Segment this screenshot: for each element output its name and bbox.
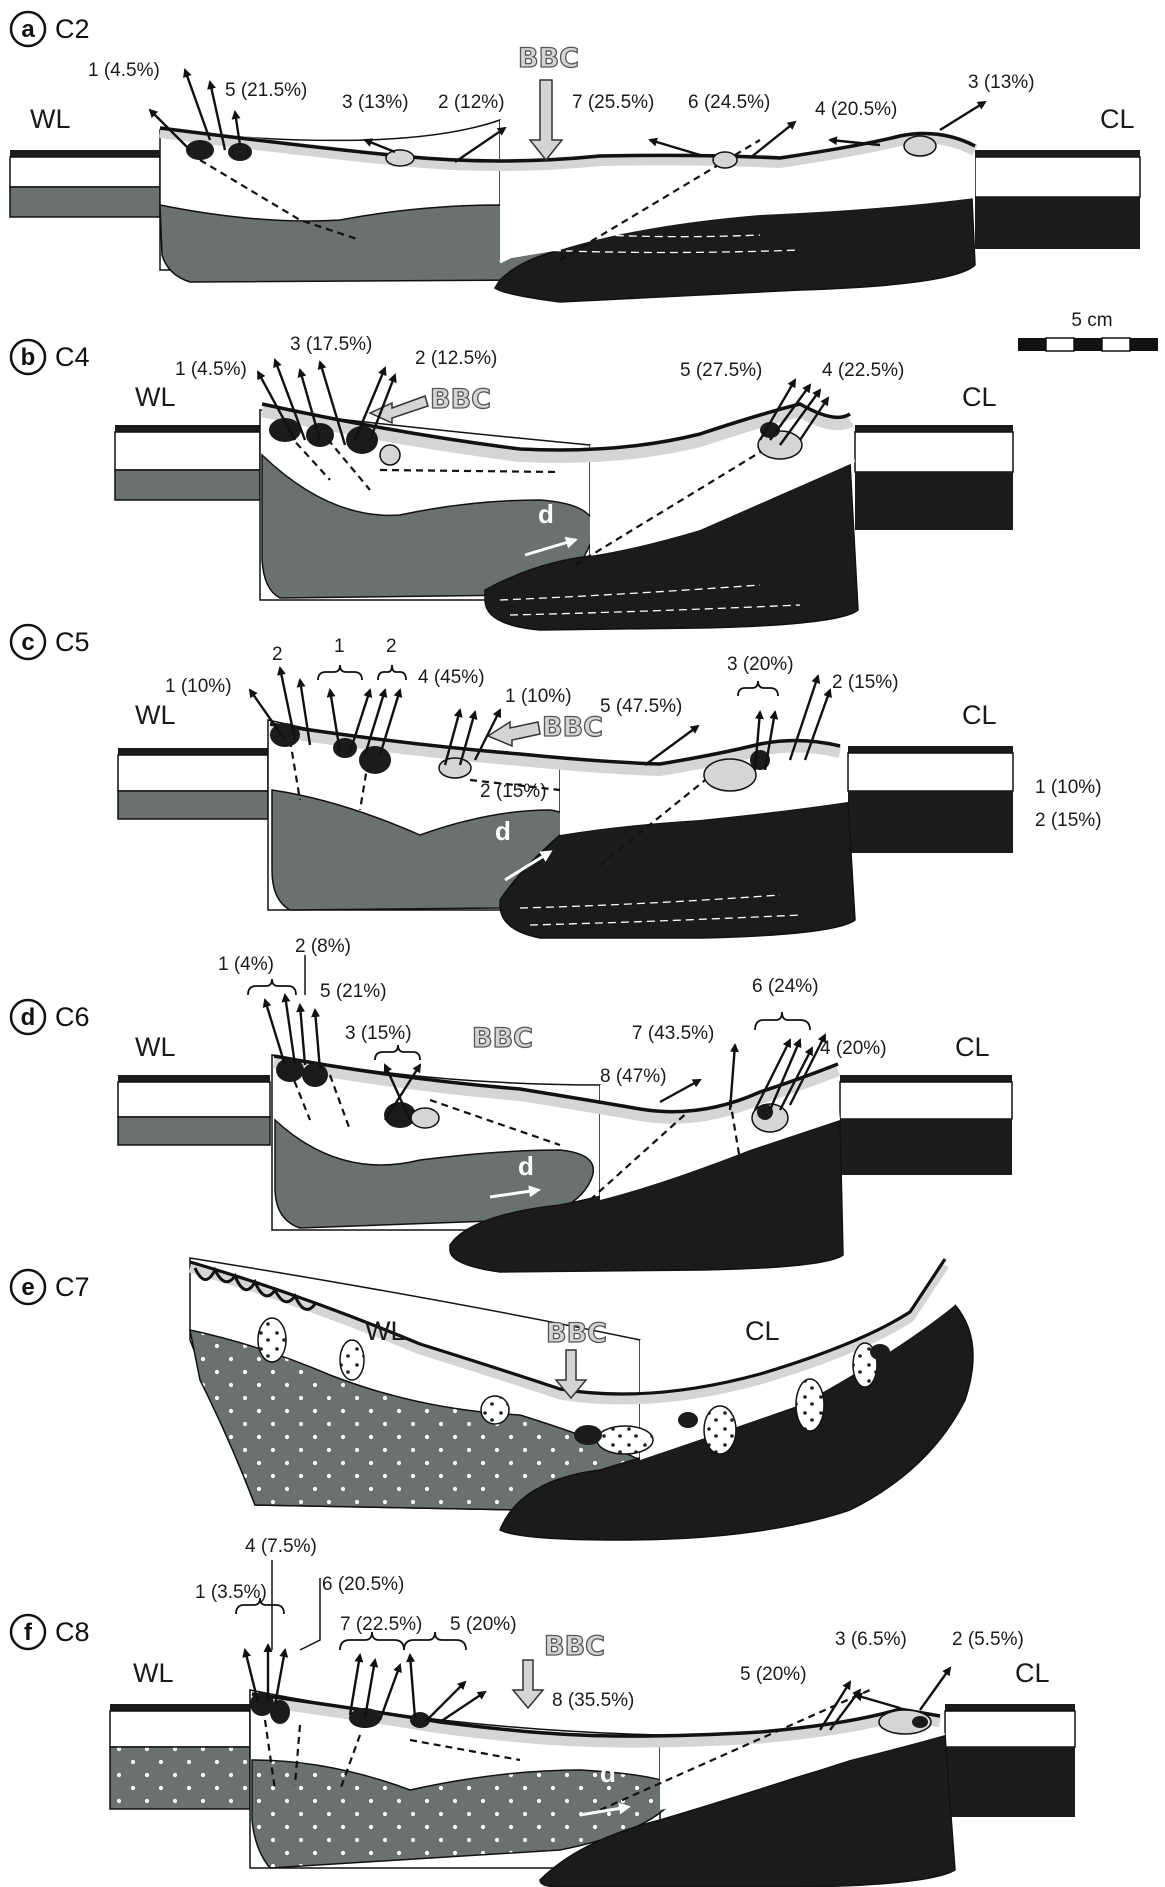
- fault-label: 2 (15%): [480, 781, 547, 802]
- panel-f: f C8 WL CL d BBC: [11, 1536, 1075, 1887]
- panel-letter: e: [21, 1274, 34, 1301]
- wl-label: WL: [135, 382, 176, 412]
- panel-b: b C4 WL CL d BBC: [11, 334, 1013, 630]
- bbc-label: BBC: [472, 1023, 533, 1054]
- fault-label: 2 (8%): [295, 936, 351, 957]
- bbc-label: BBC: [430, 384, 491, 415]
- detachment-label: d: [538, 208, 554, 238]
- bbc-label: BBC: [544, 1631, 605, 1662]
- fault-label: 5 (20%): [450, 1614, 517, 1635]
- panel-title: C6: [55, 1002, 90, 1032]
- fault-label: 5 (21.5%): [225, 80, 307, 101]
- side-note: 1 (10%): [1035, 777, 1102, 798]
- fault-label: 4 (22.5%): [822, 360, 904, 381]
- fault-label: 8 (35.5%): [552, 1690, 634, 1711]
- fault-label: 3 (13%): [968, 72, 1035, 93]
- detachment-label: d: [495, 816, 511, 846]
- fault-label: 1: [334, 636, 345, 657]
- scale-bar-label: 5 cm: [1071, 310, 1112, 331]
- scale-bar: 5 cm: [1018, 310, 1158, 351]
- panel-title: C2: [55, 14, 90, 44]
- fault-label: 3 (20%): [727, 654, 794, 675]
- wl-label: WL: [30, 104, 71, 134]
- fault-label: 1 (3.5%): [195, 1582, 267, 1603]
- fault-label: 2: [386, 636, 397, 657]
- fault-label: 1 (10%): [165, 676, 232, 697]
- wl-label: WL: [365, 1316, 406, 1346]
- detachment-label: d: [538, 499, 554, 529]
- panel-title: C4: [55, 342, 90, 372]
- panel-letter: a: [21, 16, 35, 43]
- fault-label: 1 (4.5%): [88, 60, 160, 81]
- panel-d: d C6 WL CL d BBC: [11, 936, 1012, 1272]
- wl-label: WL: [135, 700, 176, 730]
- fault-label: 6 (24.5%): [688, 92, 770, 113]
- fault-label: 3 (17.5%): [290, 334, 372, 355]
- fault-label: 8 (47%): [600, 1066, 667, 1087]
- bbc-label: BBC: [542, 712, 603, 743]
- fault-label: 5 (47.5%): [600, 696, 682, 717]
- fault-label: 1 (4.5%): [175, 359, 247, 380]
- panel-letter: d: [21, 1004, 36, 1031]
- wl-label: WL: [133, 1658, 174, 1688]
- bbc-label: BBC: [546, 1318, 607, 1349]
- panel-title: C8: [55, 1617, 90, 1647]
- fault-label: 7 (22.5%): [340, 1614, 422, 1635]
- cl-label: CL: [962, 382, 997, 412]
- detachment-label: d: [600, 1758, 616, 1788]
- cl-label: CL: [955, 1032, 990, 1062]
- fault-label: 5 (27.5%): [680, 360, 762, 381]
- fault-label: 3 (6.5%): [835, 1629, 907, 1650]
- panel-title: C5: [55, 627, 90, 657]
- fault-label: 5 (21%): [320, 981, 387, 1002]
- fault-label: 4 (20.5%): [815, 99, 897, 120]
- fault-label: 3 (15%): [345, 1023, 412, 1044]
- fault-label: 2: [272, 644, 283, 665]
- fault-label: 2 (5.5%): [952, 1629, 1024, 1650]
- fault-label: 7 (43.5%): [632, 1023, 714, 1044]
- fault-label: 7 (25.5%): [572, 92, 654, 113]
- cl-label: CL: [745, 1316, 780, 1346]
- fault-label: 1 (4%): [218, 954, 274, 975]
- panel-title: C7: [55, 1272, 90, 1302]
- fault-label: 6 (24%): [752, 976, 819, 997]
- panel-a: a C2 WL CL d BBC: [10, 12, 1140, 302]
- detachment-label: d: [518, 1151, 534, 1181]
- fault-label: 4 (45%): [418, 667, 485, 688]
- panel-letter: b: [21, 344, 36, 371]
- panel-letter: f: [24, 1619, 33, 1646]
- panel-e: e C7 WL CL BBC: [11, 1255, 973, 1540]
- panel-c: c C5 WL CL d BBC: [11, 625, 1102, 938]
- fault-label: 2 (12%): [438, 92, 505, 113]
- fault-label: 2 (15%): [832, 672, 899, 693]
- fault-label: 6 (20.5%): [322, 1574, 404, 1595]
- fault-label: 2 (12.5%): [415, 348, 497, 369]
- fault-label: 4 (20%): [820, 1038, 887, 1059]
- side-note: 2 (15%): [1035, 810, 1102, 831]
- panel-letter: c: [21, 629, 34, 656]
- fault-label: 4 (7.5%): [245, 1536, 317, 1557]
- cl-label: CL: [1100, 104, 1135, 134]
- cl-label: CL: [1015, 1658, 1050, 1688]
- bbc-label: BBC: [518, 43, 579, 74]
- wl-label: WL: [135, 1032, 176, 1062]
- cl-label: CL: [962, 700, 997, 730]
- fault-label: 3 (13%): [342, 92, 409, 113]
- fault-label: 1 (10%): [505, 686, 572, 707]
- fault-label: 5 (20%): [740, 1664, 807, 1685]
